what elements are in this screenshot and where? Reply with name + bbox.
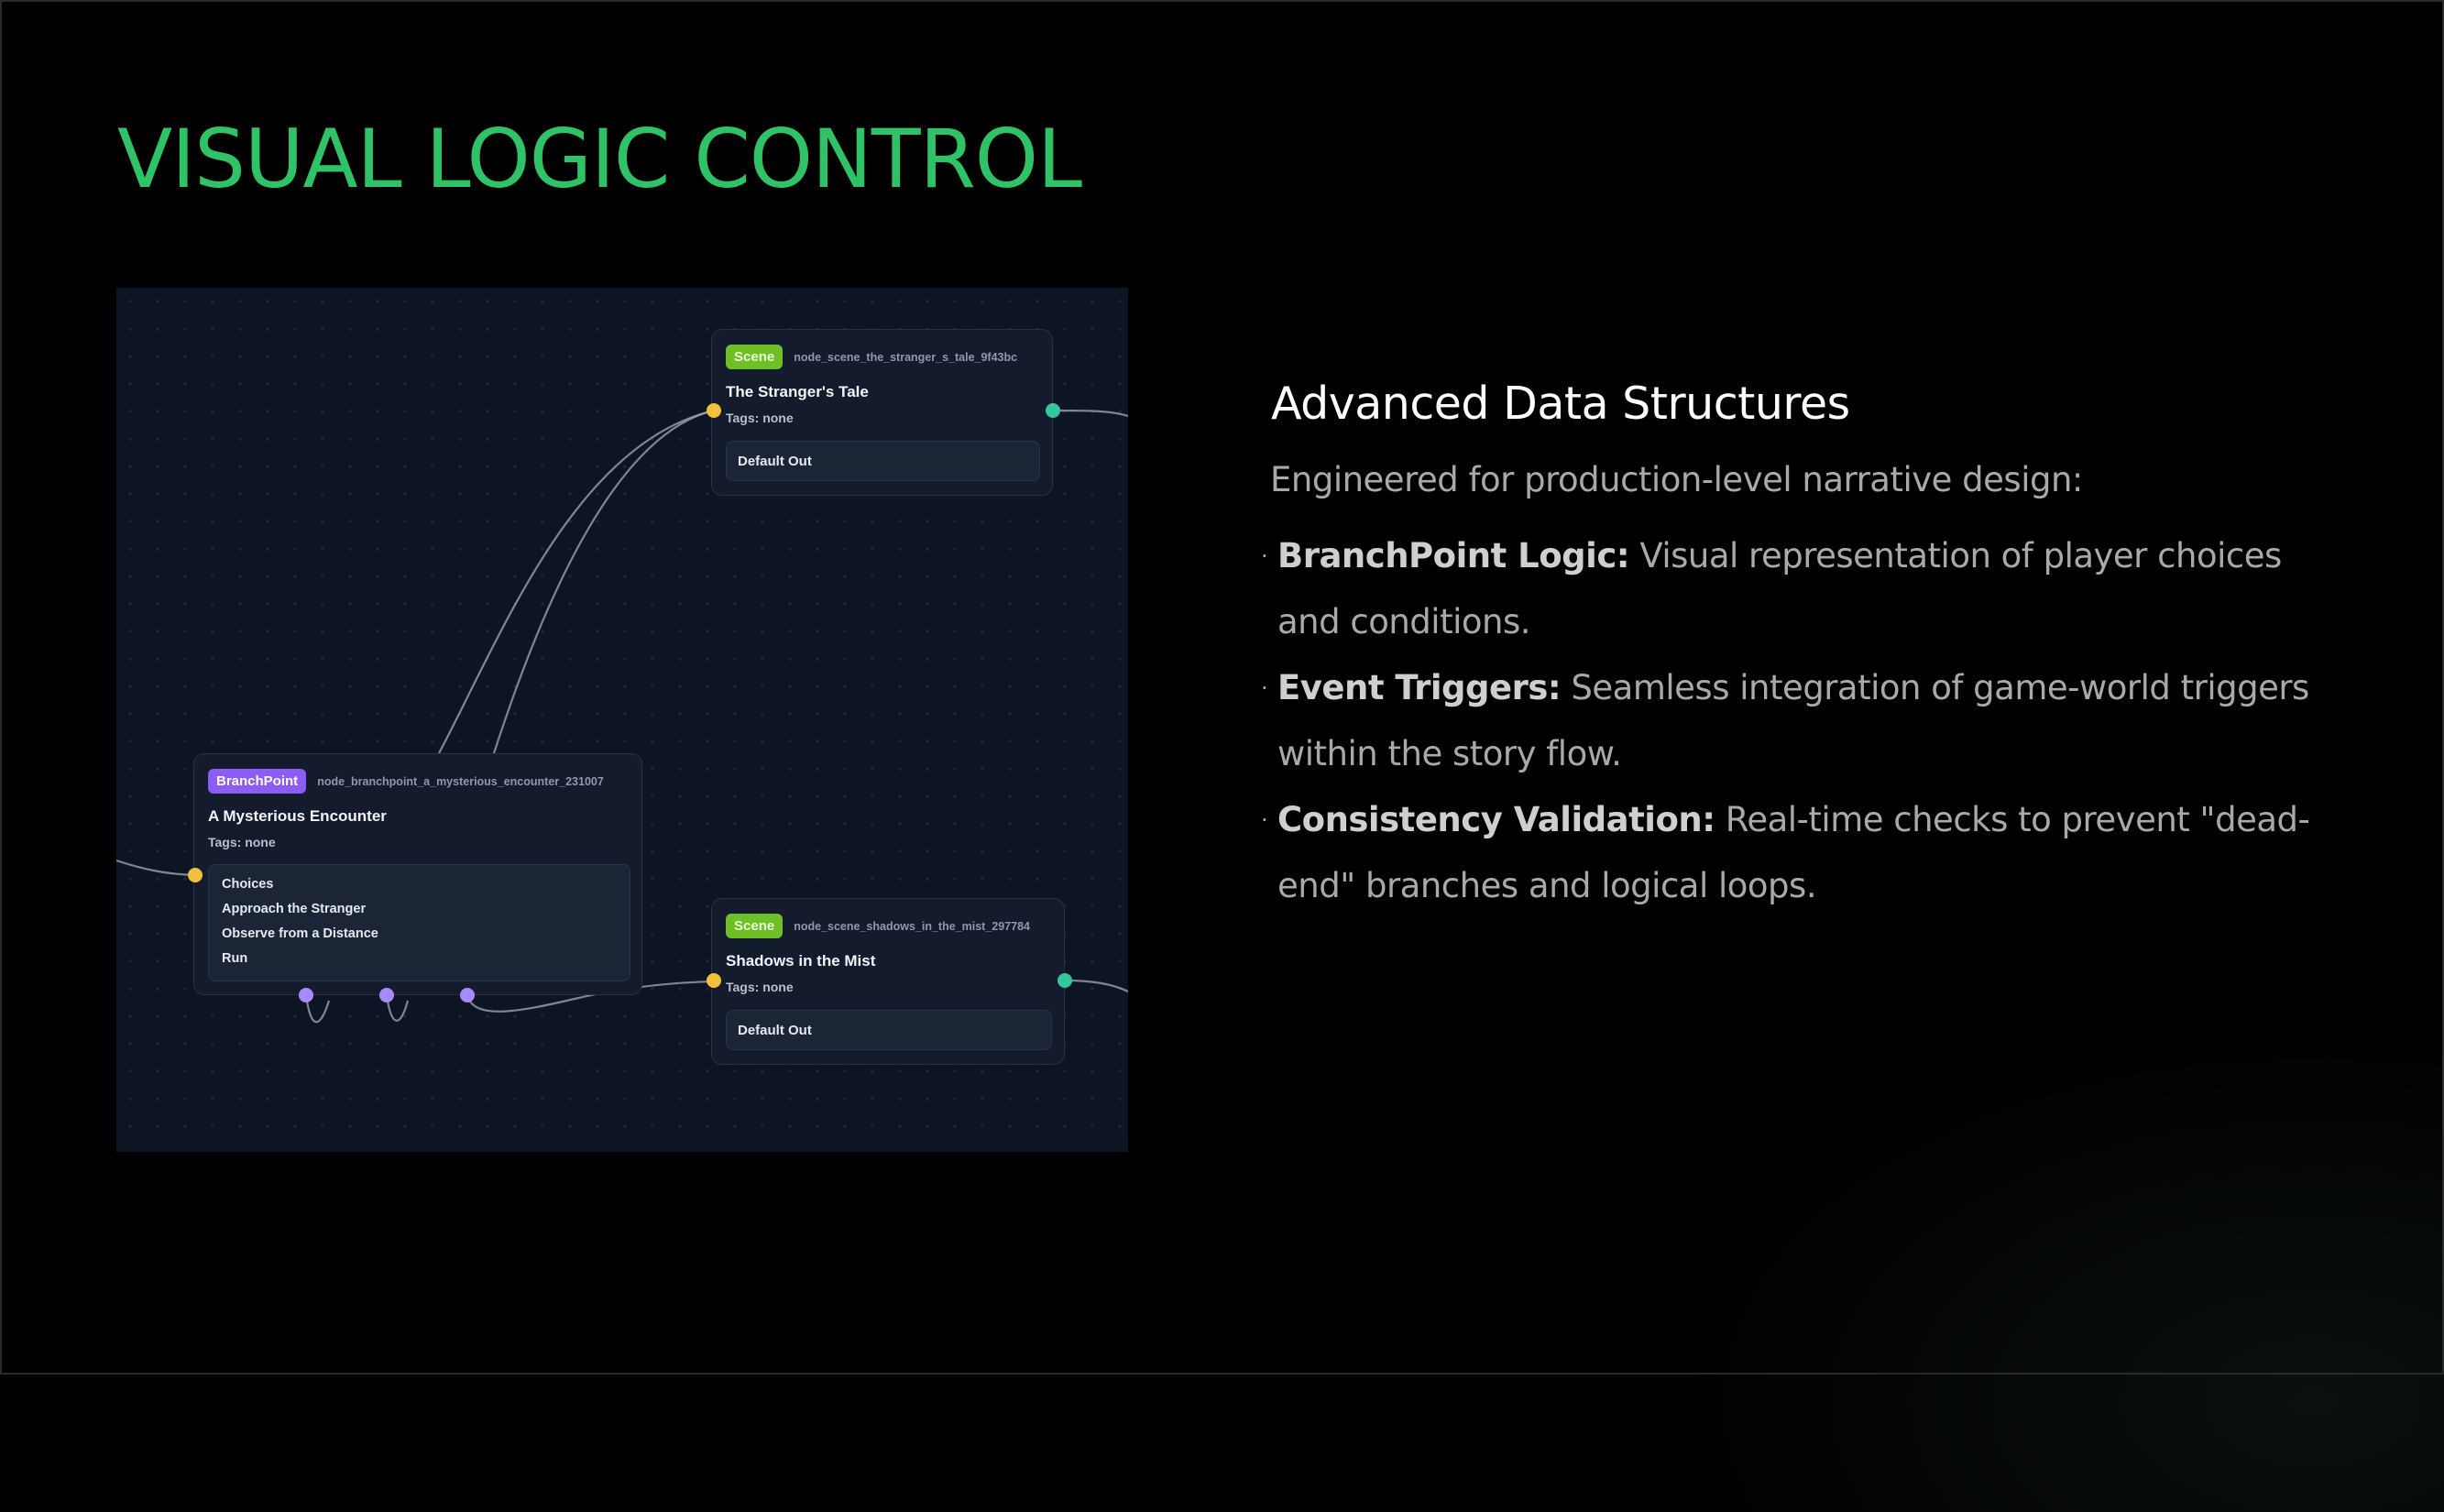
node-tags: Tags: none [726, 411, 794, 425]
edge-encounter-to-stranger-a [438, 409, 715, 754]
input-port[interactable] [188, 868, 203, 882]
bullet-text: BranchPoint Logic: Visual representation… [1277, 523, 2315, 655]
bullet-description: Seamless integration of game-world trigg… [1277, 668, 2309, 773]
node-tags: Tags: none [726, 980, 794, 994]
choice-item[interactable]: Approach the Stranger [222, 902, 367, 916]
input-port[interactable] [707, 973, 721, 988]
edge-encounter-to-stranger-b [492, 409, 715, 754]
node-header: BranchPoint node_branchpoint_a_mysteriou… [208, 769, 604, 794]
node-id: node_scene_shadows_in_the_mist_297784 [794, 919, 1030, 933]
node-title: The Stranger's Tale [726, 383, 869, 400]
background-glow [1558, 962, 2444, 1512]
edge-mist-out [1064, 979, 1128, 992]
choice-item[interactable]: Observe from a Distance [222, 926, 378, 941]
node-title: A Mysterious Encounter [208, 807, 387, 825]
panel-heading: Advanced Data Structures [1271, 378, 1850, 430]
slide-title: VISUAL LOGIC CONTROL [117, 112, 1082, 206]
output-label: Default Out [738, 454, 812, 469]
bullet-description: Real-time checks to prevent "dead-end" b… [1277, 800, 2310, 905]
branchpoint-badge: BranchPoint [208, 769, 307, 794]
bullet-item: · Event Triggers: Seamless integration o… [1261, 655, 2315, 787]
bullet-term: BranchPoint Logic: [1277, 536, 1630, 575]
bullet-marker: · [1261, 807, 1268, 833]
bullet-item: · Consistency Validation: Real-time chec… [1261, 787, 2315, 919]
bullet-term: Consistency Validation: [1277, 800, 1715, 839]
node-title: Shadows in the Mist [726, 952, 876, 970]
choice-port[interactable] [299, 988, 313, 1003]
scene-node-shadows-in-the-mist[interactable]: Scene node_scene_shadows_in_the_mist_297… [711, 898, 1065, 1065]
bullet-text: Event Triggers: Seamless integration of … [1277, 655, 2315, 787]
edge-choice-to-mist [466, 980, 715, 1013]
choice-port[interactable] [379, 988, 394, 1003]
edge-choice-loop-2 [385, 994, 410, 1022]
choices-list: Choices Approach the Stranger Observe fr… [208, 864, 630, 981]
node-id: node_branchpoint_a_mysterious_encounter_… [317, 774, 604, 788]
bullet-marker: · [1261, 543, 1268, 569]
output-slot[interactable]: Default Out [726, 1010, 1052, 1050]
connection-edges [116, 409, 1128, 1024]
choice-item[interactable]: Run [222, 951, 248, 966]
edge-incoming-encounter [116, 859, 196, 877]
scene-node-strangers-tale[interactable]: Scene node_scene_the_stranger_s_tale_9f4… [711, 329, 1053, 496]
edge-stranger-out [1052, 409, 1128, 418]
output-slot[interactable]: Default Out [726, 441, 1040, 481]
input-port[interactable] [707, 403, 721, 418]
output-label: Default Out [738, 1023, 812, 1038]
edge-choice-loop-1 [304, 994, 331, 1024]
scene-badge: Scene [726, 345, 784, 369]
output-port[interactable] [1058, 973, 1072, 988]
node-id: node_scene_the_stranger_s_tale_9f43bc [794, 350, 1018, 364]
node-header: Scene node_scene_the_stranger_s_tale_9f4… [726, 345, 1017, 369]
output-port[interactable] [1046, 403, 1060, 418]
node-editor-canvas[interactable]: Scene node_scene_the_stranger_s_tale_9f4… [116, 288, 1128, 1152]
choice-port[interactable] [460, 988, 475, 1003]
bullet-marker: · [1261, 675, 1268, 701]
node-header: Scene node_scene_shadows_in_the_mist_297… [726, 914, 1030, 938]
bullet-term: Event Triggers: [1277, 668, 1562, 707]
scene-badge: Scene [726, 914, 784, 938]
node-tags: Tags: none [208, 835, 276, 849]
panel-intro: Engineered for production-level narrativ… [1270, 460, 2083, 499]
bullet-item: · BranchPoint Logic: Visual representati… [1261, 523, 2315, 655]
bullet-text: Consistency Validation: Real-time checks… [1277, 787, 2315, 919]
choices-header: Choices [222, 877, 274, 892]
bullet-description: Visual representation of player choices … [1277, 536, 2282, 641]
branchpoint-node-mysterious-encounter[interactable]: BranchPoint node_branchpoint_a_mysteriou… [193, 753, 642, 995]
